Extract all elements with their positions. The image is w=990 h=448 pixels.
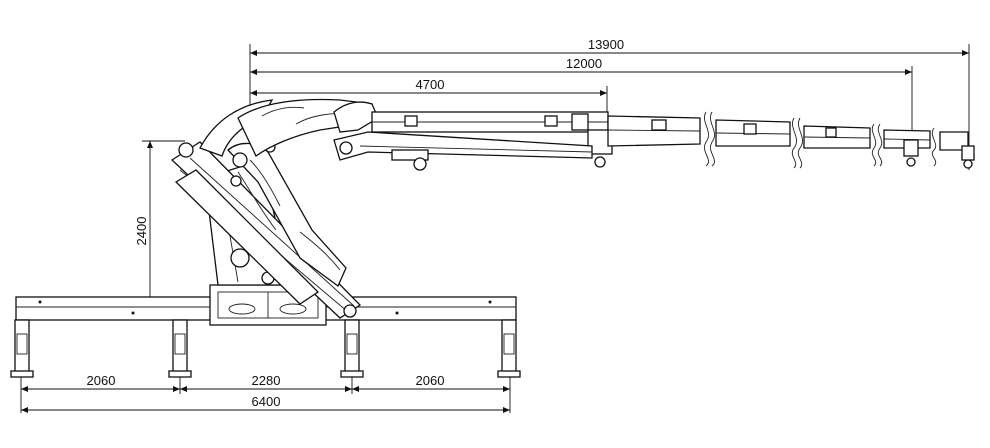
- dim-label-outrigger-left: 2060: [87, 373, 116, 388]
- extension-boom-3: [803, 123, 883, 167]
- dim-label-outrigger-right: 2060: [416, 373, 445, 388]
- boom-cylinder: [333, 131, 593, 171]
- dimension-bottom-row: 2060 2280 2060 6400: [20, 373, 511, 413]
- dim-label-total-width: 6400: [252, 394, 281, 409]
- extension-boom-1: [607, 111, 715, 167]
- outrigger-leg-1: [10, 319, 34, 378]
- dimension-13900: 13900: [249, 37, 970, 170]
- dim-label-12000: 12000: [566, 56, 602, 71]
- lift-cylinder: [170, 141, 362, 319]
- dimension-2400: 2400: [134, 140, 185, 319]
- dim-label-2400: 2400: [134, 217, 149, 246]
- dim-label-13900: 13900: [588, 37, 624, 52]
- dim-label-outrigger-center: 2280: [252, 373, 281, 388]
- dimension-4700: 4700: [250, 77, 608, 118]
- outrigger-leg-4: [497, 319, 521, 378]
- outrigger-leg-3: [340, 319, 364, 378]
- extension-boom-5: [939, 131, 975, 169]
- extension-boom-2: [715, 117, 803, 169]
- extension-boom-4: [883, 127, 937, 167]
- outrigger-leg-2: [168, 319, 192, 378]
- outer-boom: [237, 98, 613, 168]
- dim-label-4700: 4700: [416, 77, 445, 92]
